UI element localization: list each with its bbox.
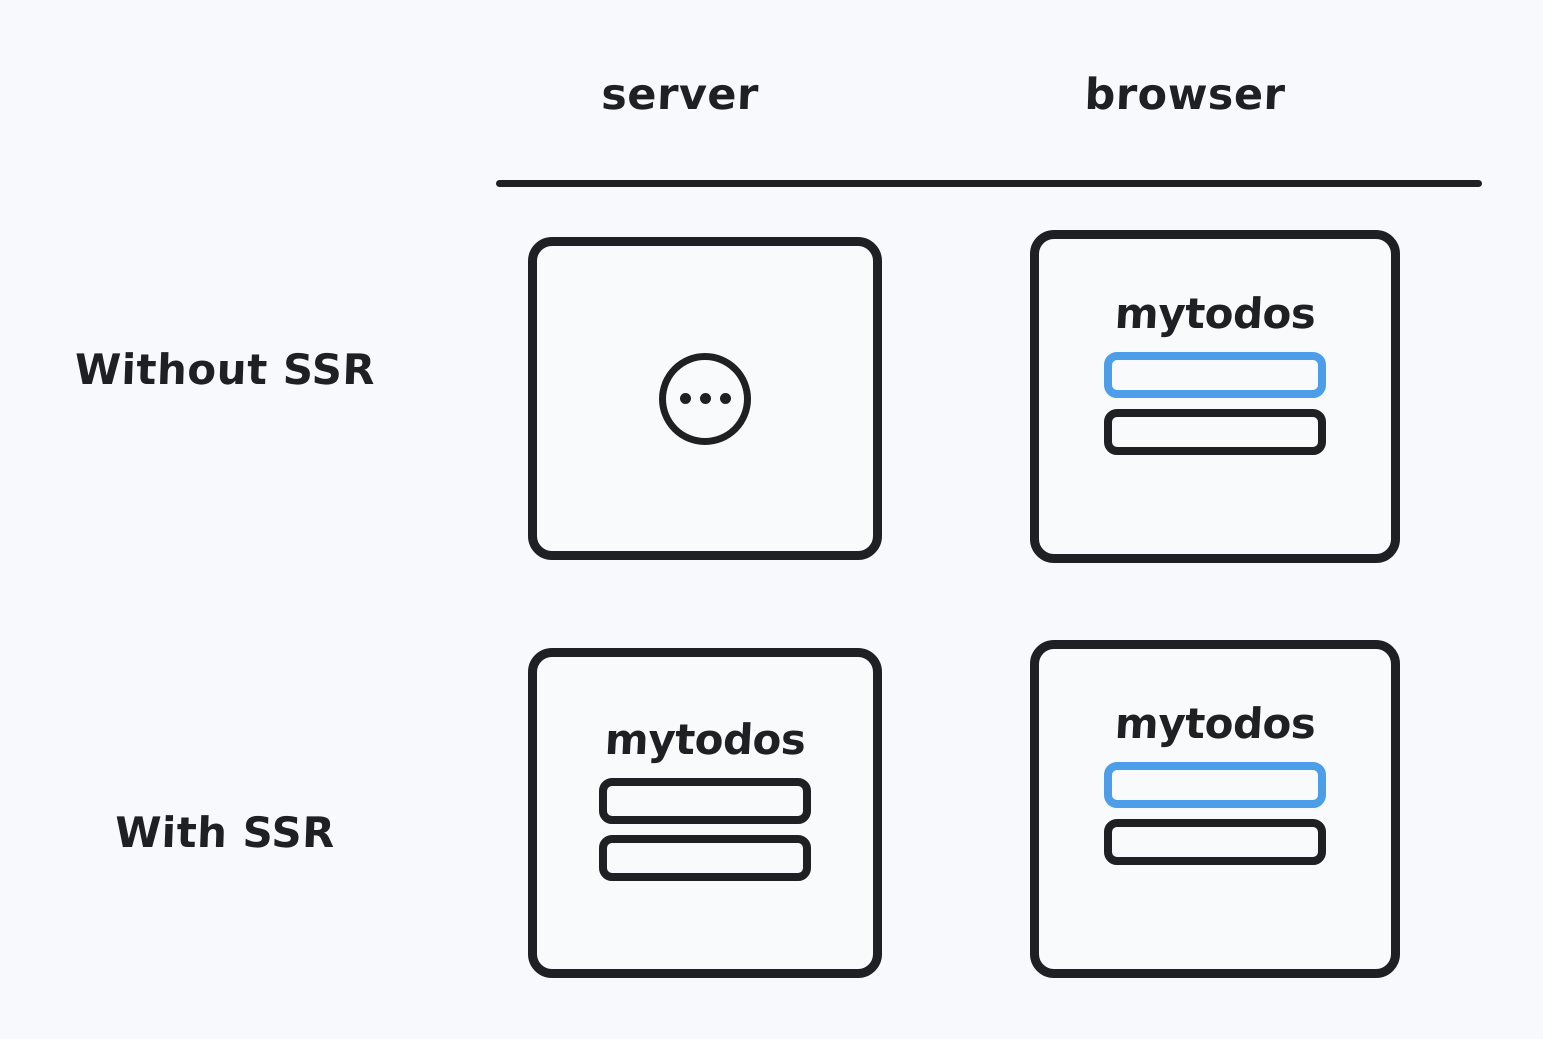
todo-item[interactable] — [1104, 409, 1326, 455]
app-mock: mytodos — [1039, 289, 1391, 455]
todo-item — [599, 835, 811, 881]
row-label-with-ssr: With SSR — [114, 808, 336, 857]
loading-indicator-wrap — [537, 246, 873, 551]
todo-item[interactable] — [1104, 819, 1326, 865]
card-with-ssr-browser: mytodos — [1030, 640, 1400, 978]
card-without-ssr-browser: mytodos — [1030, 230, 1400, 563]
todo-list — [1104, 352, 1326, 455]
card-without-ssr-server — [528, 237, 882, 560]
ellipsis-dot — [679, 393, 691, 404]
app-title: mytodos — [603, 715, 807, 764]
app-mock: mytodos — [1039, 699, 1391, 865]
ellipsis-dot — [699, 393, 711, 404]
card-with-ssr-server: mytodos — [528, 648, 882, 978]
header-divider — [496, 180, 1482, 187]
app-mock: mytodos — [537, 715, 873, 881]
app-title: mytodos — [1113, 699, 1317, 748]
todo-list — [599, 778, 811, 881]
column-header-browser: browser — [1083, 70, 1287, 120]
todo-list — [1104, 762, 1326, 865]
row-label-without-ssr: Without SSR — [73, 345, 377, 394]
column-header-server: server — [600, 70, 760, 120]
todo-item[interactable] — [1104, 352, 1326, 398]
ellipsis-circle-icon — [659, 352, 751, 445]
app-title: mytodos — [1113, 289, 1317, 338]
ellipsis-dot — [719, 393, 731, 404]
todo-item — [599, 778, 811, 824]
todo-item[interactable] — [1104, 762, 1326, 808]
